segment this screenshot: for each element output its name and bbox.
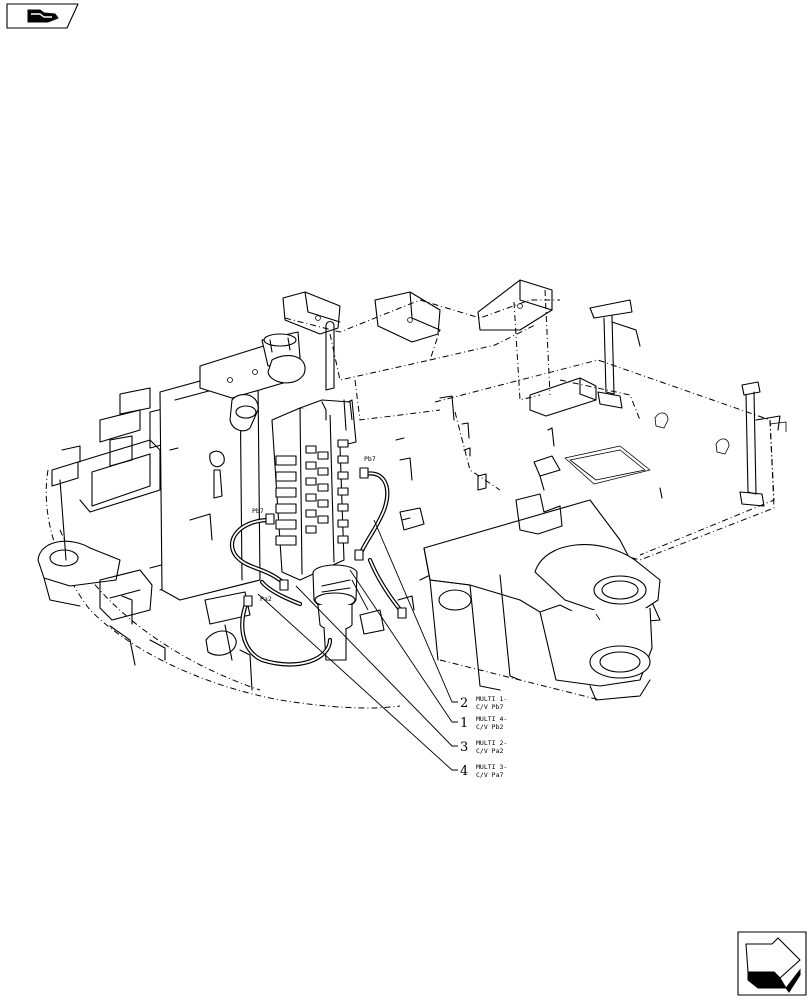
callout-label-line2: C/V Pb2: [476, 723, 503, 731]
port-tag-pb7-left: Pb7: [252, 507, 264, 515]
callout-1: 1 MULTI 4- C/V Pb2: [460, 715, 507, 731]
rear-brackets: [282, 279, 597, 417]
callout-label-line2: C/V Pb7: [476, 703, 503, 711]
callout-label-line1: MULTI 1-: [476, 695, 507, 703]
callout-number: 3: [460, 740, 468, 755]
multi-control-valve: [271, 320, 357, 581]
callout-label-line2: C/V Pa2: [476, 747, 503, 755]
callout-2: 2 MULTI 1- C/V Pb7: [460, 695, 507, 711]
callout-number: 4: [460, 764, 468, 779]
callout-3: 3 MULTI 2- C/V Pa2: [460, 739, 507, 755]
boom-foot: [423, 499, 661, 701]
callout-label-line1: MULTI 3-: [476, 763, 507, 771]
upper-frame-outline: [45, 289, 775, 709]
callout-label-line1: MULTI 2-: [476, 739, 507, 747]
callout-label-line1: MULTI 4-: [476, 715, 507, 723]
next-page-icon[interactable]: [737, 931, 807, 996]
previous-page-icon[interactable]: [6, 3, 79, 29]
valve-spools: [275, 439, 349, 546]
port-tag-pb7-right: Pb7: [364, 455, 376, 463]
swivel-joint: [312, 564, 358, 661]
right-components: [359, 395, 663, 635]
leader-lines: [257, 519, 458, 771]
callout-4: 4 MULTI 3- C/V Pa7: [460, 763, 507, 779]
callout-label-line2: C/V Pa7: [476, 771, 503, 779]
pilot-hoses: [229, 467, 407, 667]
left-boss: [37, 540, 121, 607]
callout-number: 2: [460, 696, 468, 711]
callout-number: 1: [460, 716, 468, 731]
control-valve-housing: [159, 331, 306, 601]
deck-posts: [589, 299, 787, 507]
port-tag-pa2: Pa2: [260, 595, 272, 603]
